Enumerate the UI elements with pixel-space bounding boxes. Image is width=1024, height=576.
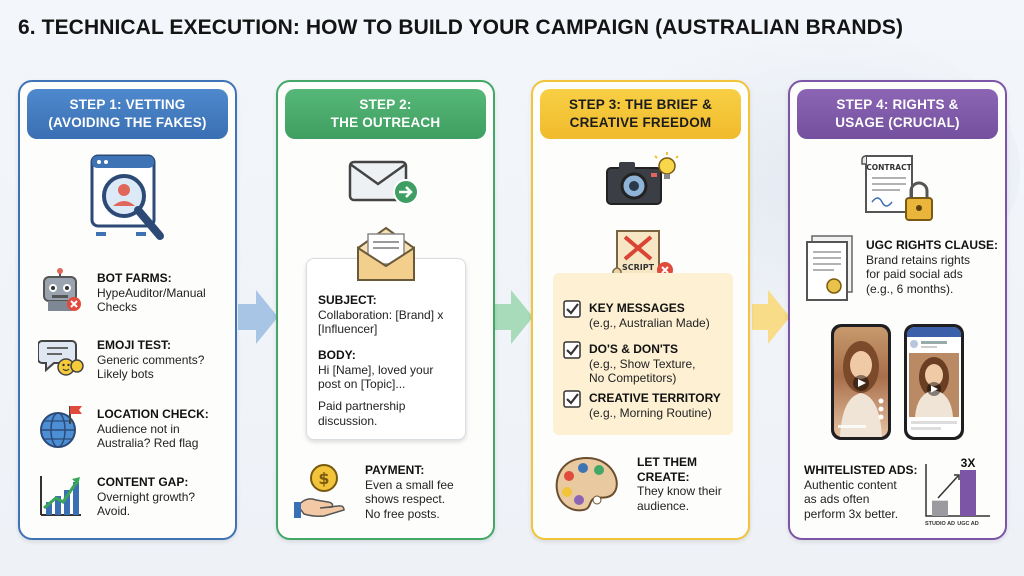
magnifier-profile-icon <box>90 154 164 240</box>
contract-lock-icon: CONTRACT <box>861 155 933 221</box>
email-body-extra: Paid partnership discussion. <box>318 399 406 428</box>
palette-icon <box>555 456 618 512</box>
step-3-header: STEP 3: THE BRIEF & CREATIVE FREEDOM <box>540 89 741 139</box>
document-seal-icon <box>806 235 853 301</box>
step-3-card: STEP 3: THE BRIEF & CREATIVE FREEDOM SCR… <box>531 80 750 540</box>
step-2-card: STEP 2: THE OUTREACH SUBJECT: Collaborat… <box>276 80 495 540</box>
step-4-card: STEP 4: RIGHTS & USAGE (CRUCIAL) CONTRAC… <box>788 80 1007 540</box>
phone-video-left <box>831 324 891 440</box>
bar-studio-ad <box>932 500 948 516</box>
arrow-right-icon <box>752 290 790 344</box>
location-check-text: LOCATION CHECK: Audience not in Australi… <box>97 407 209 450</box>
ugc-rights-text: UGC RIGHTS CLAUSE: Brand retains rights … <box>866 238 998 296</box>
camera-idea-icon <box>606 152 679 205</box>
globe-flag-icon <box>40 406 82 448</box>
chat-emoji-icon <box>38 340 84 376</box>
dos-donts-text: DO'S & DON'TS (e.g., Show Texture, No Co… <box>589 342 696 385</box>
arrow-right-icon <box>495 290 533 344</box>
bot-farms-text: BOT FARMS: HypeAuditor/Manual Checks <box>97 271 206 314</box>
email-subject: SUBJECT: Collaboration: [Brand] x [Influ… <box>318 293 444 336</box>
robot-icon <box>43 268 81 311</box>
email-template-card <box>306 258 466 440</box>
creative-territory-text: CREATIVE TERRITORY (e.g., Morning Routin… <box>589 391 721 420</box>
emoji-test-text: EMOJI TEST: Generic comments? Likely bot… <box>97 338 205 381</box>
open-envelope-icon <box>357 226 415 281</box>
email-send-icon <box>348 160 419 205</box>
whitelisted-ads-text: WHITELISTED ADS: Authentic content as ad… <box>804 463 918 521</box>
checkbox-icon <box>563 341 581 359</box>
chart-trend-arrow <box>937 475 959 499</box>
step-1-header: STEP 1: VETTING (AVOIDING THE FAKES) <box>27 89 228 139</box>
email-body: BODY: Hi [Name], loved your post on [Top… <box>318 348 434 391</box>
growth-chart-icon <box>40 476 81 516</box>
svg-text:CONTRACT: CONTRACT <box>866 163 912 172</box>
bar-label: UGC AD <box>957 521 979 527</box>
chart-trend-arrowhead <box>954 474 960 480</box>
step-4-header: STEP 4: RIGHTS & USAGE (CRUCIAL) <box>797 89 998 139</box>
video-person-image <box>838 341 884 437</box>
bar-ugc-ad <box>960 470 976 516</box>
social-feed-image <box>907 327 961 430</box>
step-2-header: STEP 2: THE OUTREACH <box>285 89 486 139</box>
checkbox-icon <box>563 390 581 408</box>
arrow-right-icon <box>238 290 278 344</box>
let-them-create-text: LET THEM CREATE: They know their audienc… <box>637 455 722 513</box>
step-1-card: STEP 1: VETTING (AVOIDING THE FAKES) BOT… <box>18 80 237 540</box>
key-messages-text: KEY MESSAGES (e.g., Australian Made) <box>589 301 710 330</box>
page-title: 6. TECHNICAL EXECUTION: HOW TO BUILD YOU… <box>18 16 904 39</box>
payment-text: PAYMENT: Even a small fee shows respect.… <box>365 463 454 521</box>
bar-label: STUDIO AD <box>925 521 955 527</box>
checkbox-icon <box>563 300 581 318</box>
coin-hand-icon: $ <box>294 464 345 518</box>
brief-checklist <box>553 273 733 435</box>
svg-text:$: $ <box>318 469 329 488</box>
phone-feed-right <box>904 324 964 440</box>
content-gap-text: CONTENT GAP: Overnight growth? Avoid. <box>97 475 196 518</box>
chart-annotation: 3X <box>961 456 976 470</box>
svg-text:SCRIPT: SCRIPT <box>622 263 655 272</box>
